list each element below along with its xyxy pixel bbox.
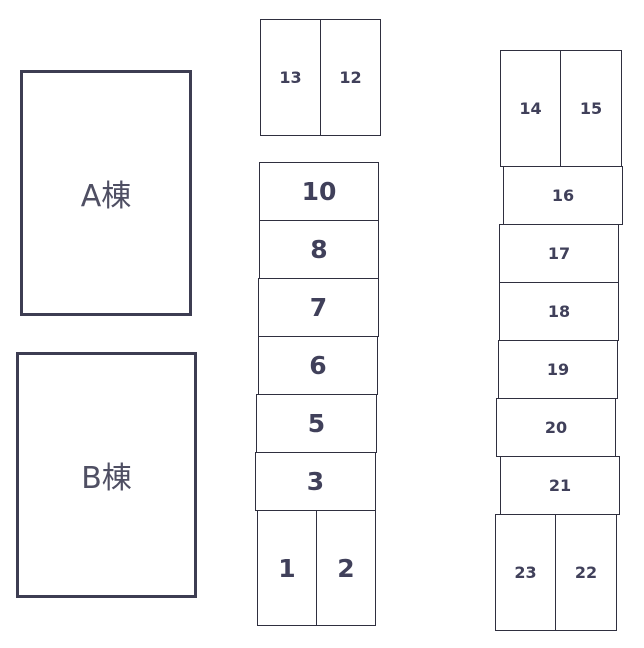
building-a: A棟 bbox=[20, 70, 192, 316]
lot-23: 23 bbox=[495, 514, 556, 631]
lot-5: 5 bbox=[256, 394, 377, 453]
lot-2: 2 bbox=[316, 510, 376, 626]
lot-20: 20 bbox=[496, 398, 616, 457]
lot-22-label: 22 bbox=[574, 563, 598, 582]
lot-18: 18 bbox=[499, 282, 619, 341]
lot-14: 14 bbox=[500, 50, 561, 167]
lot-6: 6 bbox=[258, 336, 378, 395]
lot-10: 10 bbox=[259, 162, 379, 221]
lot-3-label: 3 bbox=[306, 467, 325, 496]
lot-5-label: 5 bbox=[307, 409, 326, 438]
lot-17-label: 17 bbox=[547, 244, 571, 263]
lot-10-label: 10 bbox=[301, 177, 337, 206]
building-a-label: A棟 bbox=[80, 179, 132, 214]
lot-21: 21 bbox=[500, 456, 620, 515]
lot-15-label: 15 bbox=[579, 99, 603, 118]
lot-7: 7 bbox=[258, 278, 379, 337]
lot-21-label: 21 bbox=[548, 476, 572, 495]
lot-19: 19 bbox=[498, 340, 618, 399]
lot-12-label: 12 bbox=[339, 68, 362, 87]
lot-12: 12 bbox=[320, 19, 381, 136]
lot-17: 17 bbox=[499, 224, 619, 283]
lot-14-label: 14 bbox=[519, 99, 542, 118]
lot-8: 8 bbox=[259, 220, 379, 279]
lot-8-label: 8 bbox=[310, 235, 328, 264]
lot-19-label: 19 bbox=[546, 360, 570, 379]
lot-20-label: 20 bbox=[544, 418, 568, 437]
lot-16-label: 16 bbox=[551, 186, 575, 205]
lot-18-label: 18 bbox=[547, 302, 571, 321]
lot-13: 13 bbox=[260, 19, 321, 136]
lot-13-label: 13 bbox=[279, 68, 302, 87]
lot-1-label: 1 bbox=[278, 553, 296, 583]
lot-15: 15 bbox=[560, 50, 622, 167]
lot-16: 16 bbox=[503, 166, 623, 225]
lot-6-label: 6 bbox=[309, 351, 327, 380]
lot-22: 22 bbox=[555, 514, 617, 631]
lot-23-label: 23 bbox=[514, 563, 537, 582]
building-b-label: B棟 bbox=[81, 461, 132, 496]
lot-2-label: 2 bbox=[337, 553, 355, 583]
lot-3: 3 bbox=[255, 452, 376, 511]
building-b: B棟 bbox=[16, 352, 197, 598]
lot-1: 1 bbox=[257, 510, 317, 626]
lot-7-label: 7 bbox=[309, 293, 328, 322]
